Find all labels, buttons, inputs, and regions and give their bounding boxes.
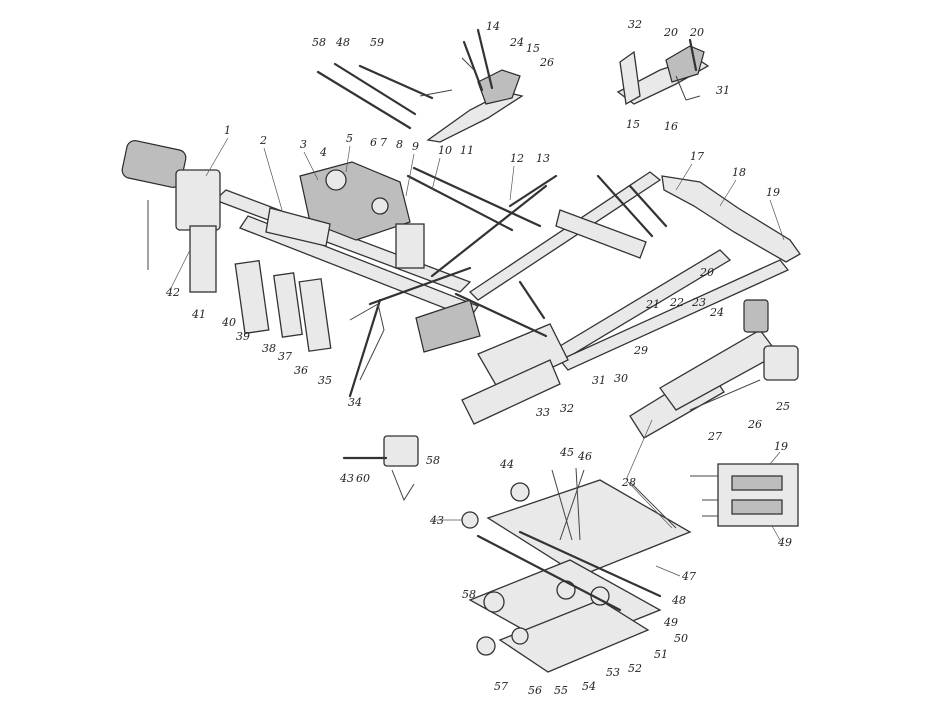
callout-21: 21	[645, 298, 660, 311]
inset-coupling	[342, 435, 419, 502]
leader-lines	[169, 137, 785, 577]
callout-48: 48	[671, 594, 686, 607]
bottom-exploded-assembly	[461, 467, 692, 673]
callout-14: 14	[486, 20, 500, 33]
center-assembly	[415, 280, 569, 425]
callout-36: 36	[294, 364, 308, 377]
callout-34: 34	[348, 396, 362, 409]
callout-26: 26	[747, 418, 762, 431]
callout-20b-top: 20	[689, 26, 704, 39]
callout-57: 57	[494, 680, 508, 693]
inset-rod-lever-assembly	[316, 28, 524, 143]
callout-29: 29	[633, 344, 648, 357]
callout-53: 53	[606, 666, 620, 679]
right-upper-assembly	[555, 174, 801, 263]
callout-9: 9	[412, 140, 419, 153]
callout-50: 50	[674, 632, 688, 645]
callout-15-top: 15	[626, 118, 640, 131]
callout-27: 27	[707, 430, 722, 443]
callout-24: 24	[509, 36, 524, 49]
callout-31-top: 31	[716, 84, 730, 97]
callout-30: 30	[614, 372, 628, 385]
callout-54: 54	[582, 680, 596, 693]
callout-59: 59	[370, 36, 384, 49]
callout-19: 19	[766, 186, 780, 199]
callout-43-small: 43	[339, 472, 354, 485]
callout-11: 11	[460, 144, 474, 157]
callout-49: 49	[663, 616, 678, 629]
callout-25: 25	[775, 400, 790, 413]
callout-31: 31	[592, 374, 606, 387]
callout-55: 55	[554, 684, 568, 697]
callout-26: 26	[539, 56, 554, 69]
callout-32-top: 32	[628, 18, 642, 31]
callout-45: 45	[559, 446, 574, 459]
callout-60-small: 60	[356, 472, 370, 485]
callout-16-top: 16	[664, 120, 678, 133]
callout-38: 38	[262, 342, 276, 355]
callout-35: 35	[318, 374, 332, 387]
left-lower-assembly	[234, 259, 385, 381]
callout-32: 32	[560, 402, 574, 415]
callout-3: 3	[300, 138, 307, 151]
callout-4: 4	[319, 146, 327, 159]
callout-52: 52	[628, 662, 642, 675]
callout-58: 58	[312, 36, 326, 49]
callout-8: 8	[396, 138, 403, 151]
callout-46: 46	[577, 450, 592, 463]
inset-schematic	[690, 463, 799, 527]
callout-47: 47	[681, 570, 696, 583]
callout-13: 13	[536, 152, 550, 165]
gearbox-assembly	[265, 161, 425, 269]
callout-2: 2	[259, 134, 267, 147]
callout-18: 18	[732, 166, 746, 179]
callout-19-inset: 19	[774, 440, 788, 453]
callout-49-inset: 49	[777, 536, 792, 549]
callout-7: 7	[380, 136, 387, 149]
callout-33: 33	[536, 406, 550, 419]
callout-23: 23	[691, 296, 706, 309]
callout-58-small: 58	[426, 454, 440, 467]
callout-56: 56	[528, 684, 542, 697]
callout-1: 1	[224, 124, 231, 137]
callout-37: 37	[278, 350, 292, 363]
callout-12: 12	[510, 152, 524, 165]
callout-48: 48	[335, 36, 350, 49]
callout-44: 44	[499, 458, 514, 471]
callout-58-bottom: 58	[462, 588, 476, 601]
callout-40: 40	[221, 316, 236, 329]
callout-20-top: 20	[663, 26, 678, 39]
callout-5: 5	[346, 132, 353, 145]
callout-39: 39	[236, 330, 250, 343]
callout-15: 15	[526, 42, 540, 55]
callout-42: 42	[165, 286, 180, 299]
left-end-assembly	[121, 140, 221, 293]
callout-41: 41	[191, 308, 206, 321]
callout-24: 24	[709, 306, 724, 319]
right-lower-assembly	[629, 299, 799, 439]
callout-43: 43	[429, 514, 444, 527]
callout-labels: 58 48 59 14 24 15 26 32 20 20 31 15 16 1…	[165, 18, 792, 697]
callout-20: 20	[699, 266, 714, 279]
callout-6: 6	[370, 136, 377, 149]
callout-22: 22	[669, 296, 684, 309]
callout-51: 51	[654, 648, 668, 661]
callout-17: 17	[690, 150, 704, 163]
callout-10: 10	[438, 144, 452, 157]
inset-bracket-assembly	[616, 38, 710, 106]
